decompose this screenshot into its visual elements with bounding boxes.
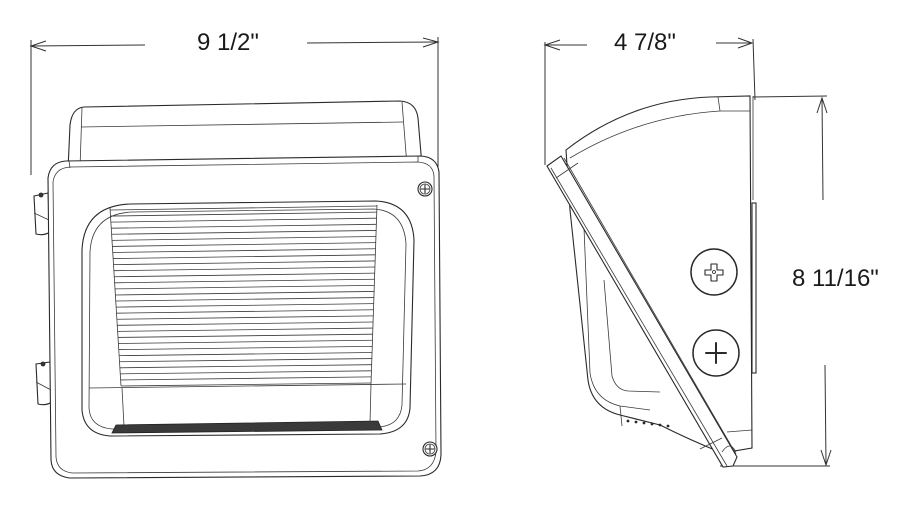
depth-dimension-line	[543, 37, 756, 165]
height-dimension-line	[720, 95, 832, 467]
side-screw-lower	[692, 329, 740, 377]
led-strip	[111, 420, 383, 434]
side-view	[543, 37, 832, 468]
screw-bottom-right	[422, 441, 438, 457]
screw-top-right	[417, 181, 433, 197]
width-dimension-line	[29, 37, 440, 175]
top-housing	[67, 100, 423, 171]
hinge-top	[33, 192, 51, 236]
height-dimension-label: 8 11/16"	[792, 265, 879, 292]
vent-dots	[626, 419, 670, 428]
side-screw-upper	[690, 248, 738, 296]
width-dimension-label: 9 1/2"	[197, 29, 259, 56]
lens-opening	[81, 200, 415, 437]
side-door-edge	[546, 155, 738, 468]
depth-dimension-label: 4 7/8"	[614, 29, 676, 56]
front-view	[29, 37, 442, 479]
reflector-louvers	[109, 205, 378, 387]
